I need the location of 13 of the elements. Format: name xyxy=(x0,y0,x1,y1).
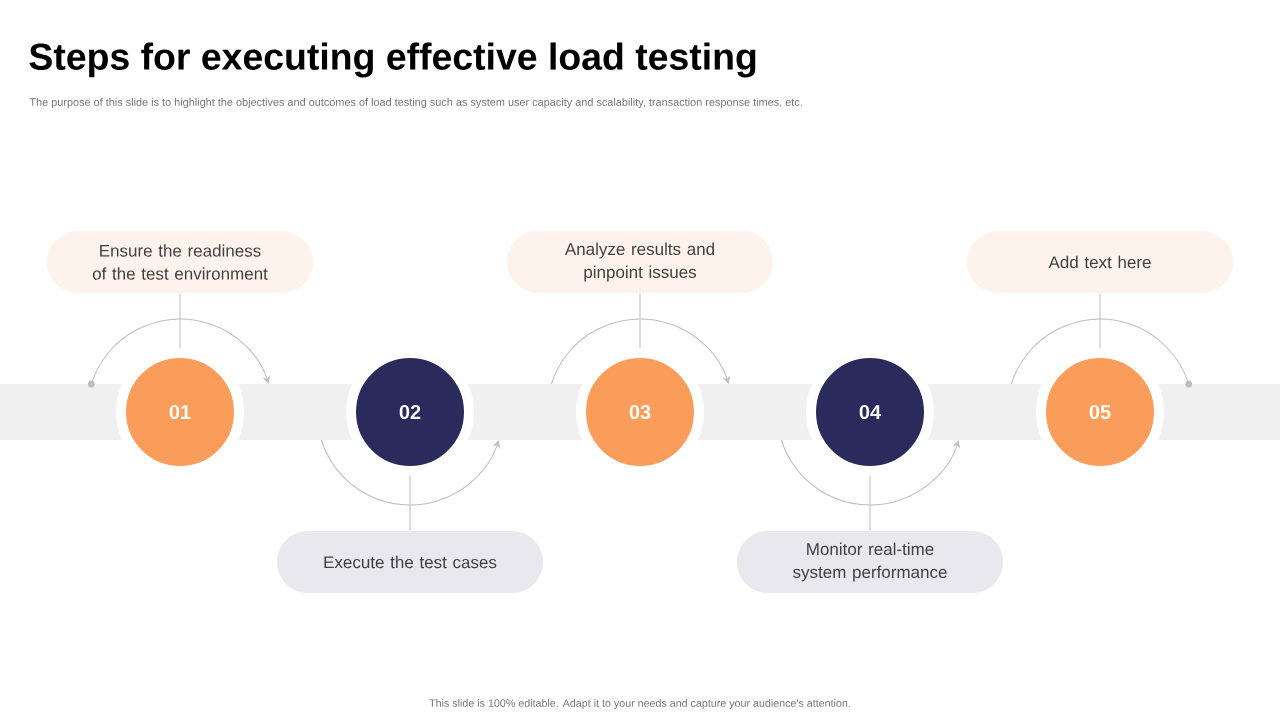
leader-line xyxy=(179,292,181,349)
step-pill: Analyze results and pinpoint issues xyxy=(507,231,773,293)
leader-line xyxy=(409,475,411,532)
subtitle: The purpose of this slide is to highlight the objectives and outcomes of load testing such as system user capacity and scalability, transaction response times, etc. xyxy=(29,97,802,109)
step-pill: Ensure the readiness of the test environment xyxy=(47,231,313,293)
leader-line xyxy=(1099,292,1101,349)
step-pill: Execute the test cases xyxy=(277,531,543,593)
step-pill: Monitor real-time system performance xyxy=(737,531,1003,593)
title: Steps for executing effective load testing xyxy=(29,42,756,78)
leader-line xyxy=(639,292,641,349)
leader-line xyxy=(869,475,871,532)
step-pill: Add text here xyxy=(967,231,1233,293)
footer-note: This slide is 100% editable. Adapt it to your needs and capture your audience's attention. xyxy=(429,699,850,709)
